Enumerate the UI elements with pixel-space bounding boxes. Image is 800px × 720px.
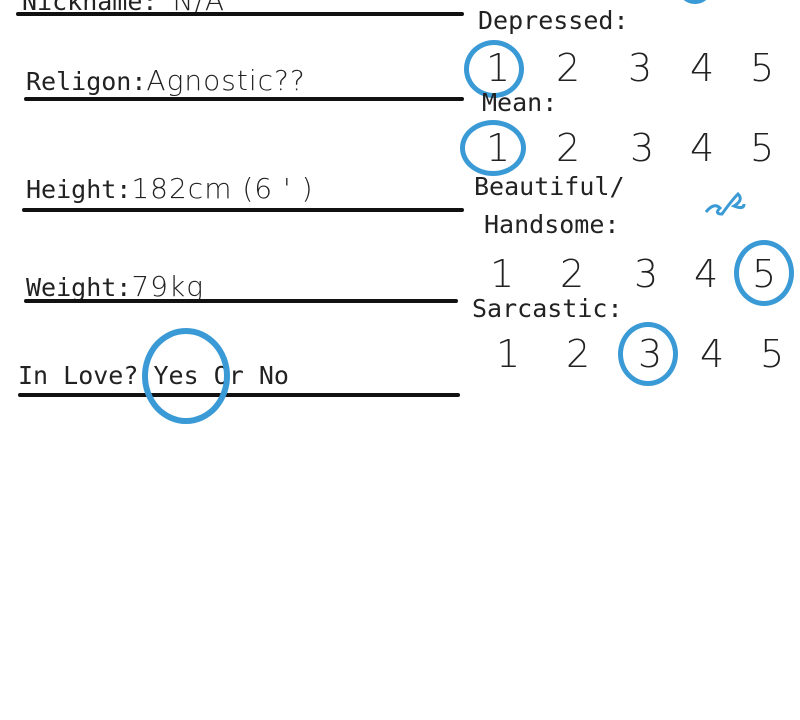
field-value: 79kg (131, 270, 205, 303)
scale-option[interactable]: 5 (750, 46, 775, 90)
scale-option[interactable]: 2 (556, 46, 581, 90)
field-label: Weight: (26, 273, 132, 302)
scale-option[interactable]: 2 (566, 332, 591, 376)
scale-option[interactable]: 1 (490, 252, 515, 296)
scale-option[interactable]: 4 (690, 126, 715, 170)
scale-option[interactable]: 3 (630, 126, 655, 170)
field-value: 182cm (6 ' ) (131, 172, 314, 205)
scale-option[interactable]: 5 (760, 332, 785, 376)
field-value: Agnostic?? (146, 64, 306, 97)
beautiful-label: Beautiful/ (474, 172, 625, 201)
sarcastic-label: Sarcastic: (472, 294, 623, 323)
selection-circle (460, 120, 526, 176)
scale-option[interactable]: 4 (694, 252, 719, 296)
field-label: In Love? (18, 361, 139, 390)
religion-field: Religon:Agnostic?? (26, 64, 306, 97)
selection-circle (618, 322, 678, 386)
scale-option[interactable]: 1 (496, 332, 521, 376)
divider (18, 393, 460, 397)
height-field: Height:182cm (6 ' ) (26, 172, 314, 205)
scale-option[interactable]: 4 (690, 46, 715, 90)
scale-option[interactable]: 5 (750, 126, 775, 170)
handsome-label: Handsome: (484, 210, 620, 239)
scale-option[interactable]: 4 (700, 332, 725, 376)
mean-label: Mean: (482, 88, 558, 117)
scale-option[interactable]: 3 (634, 252, 659, 296)
scale-option[interactable]: 2 (556, 126, 581, 170)
field-label: Height: (26, 175, 132, 204)
selection-circle (734, 240, 794, 306)
scale-option[interactable]: 3 (628, 46, 653, 90)
selection-circle (464, 40, 524, 98)
depressed-label: Depressed: (478, 6, 629, 35)
divider (16, 12, 464, 16)
selection-circle (142, 328, 230, 424)
field-label: Religon: (26, 67, 147, 96)
scale-option[interactable]: 2 (560, 252, 585, 296)
weight-field: Weight:79kg (26, 270, 204, 303)
divider (24, 299, 458, 303)
divider (24, 97, 464, 101)
divider (22, 208, 464, 212)
